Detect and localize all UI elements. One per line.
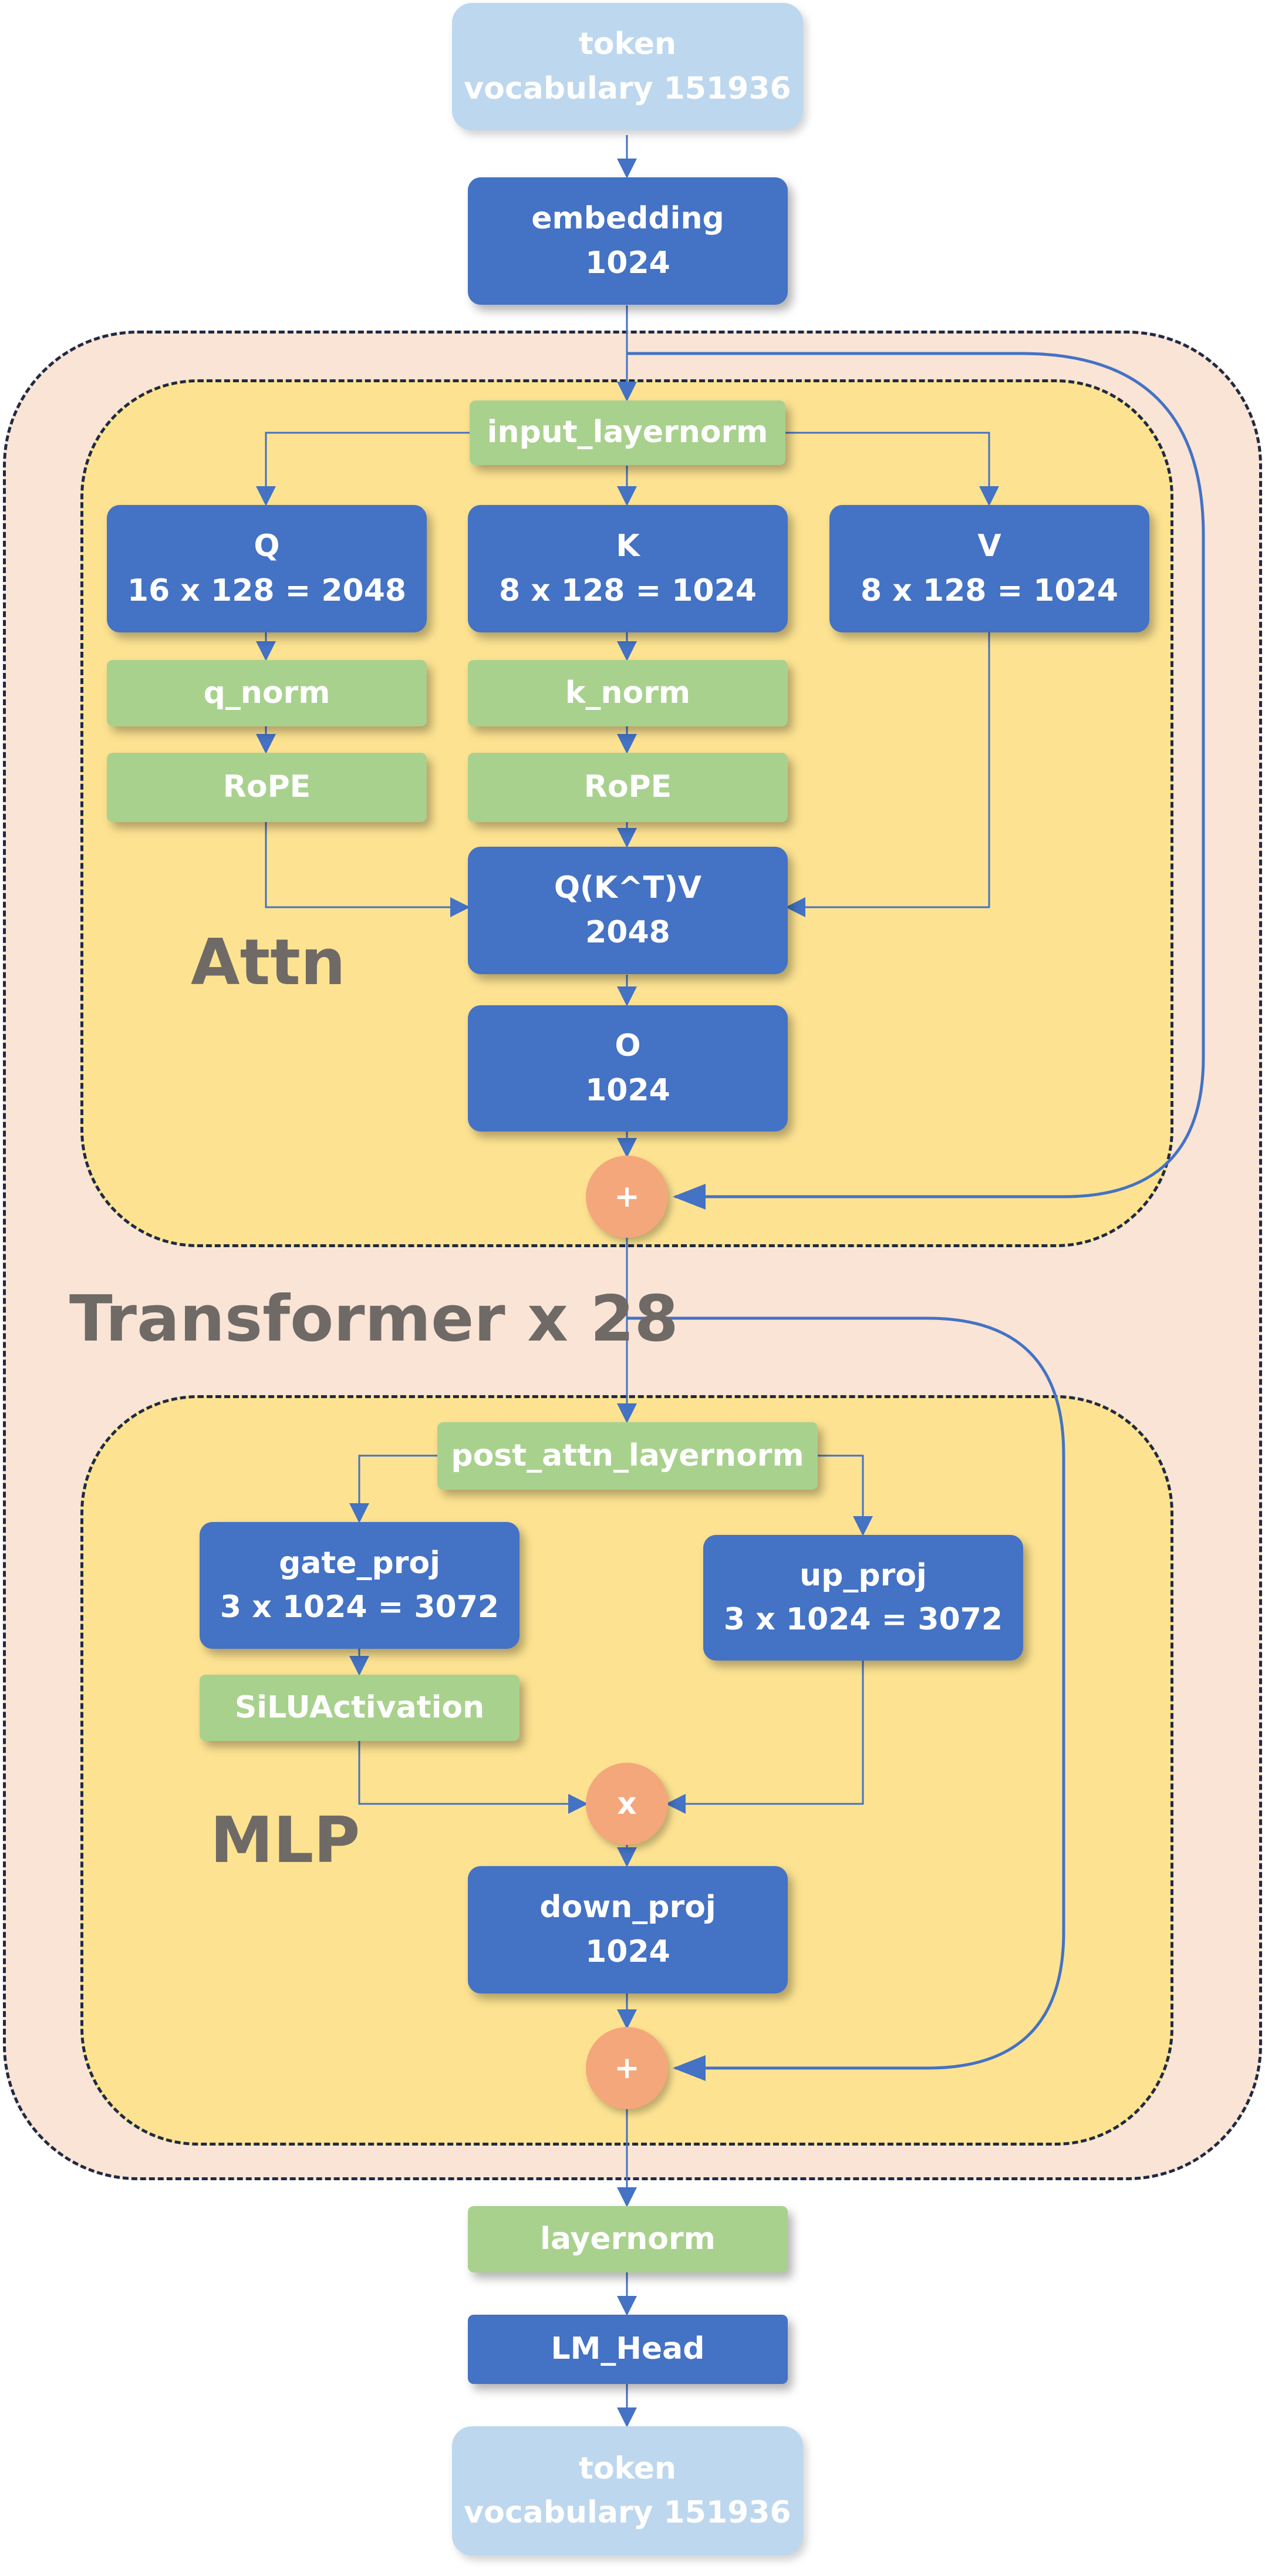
k-proj-node: K 8 x 128 = 1024 (468, 505, 788, 632)
token-output-title: token (578, 2450, 677, 2486)
wire-up-mul (666, 1661, 864, 1814)
silu-activation-label: SiLUActivation (234, 1689, 485, 1725)
embedding-dim: 1024 (585, 245, 670, 281)
embedding-node: embedding 1024 (468, 177, 788, 305)
wire-post-layernorm-gate (349, 1454, 437, 1523)
k-rope-node: RoPE (468, 753, 788, 822)
q-proj-title: Q (254, 528, 280, 564)
token-output-node: token vocabulary 151936 (452, 2426, 803, 2555)
up-proj-title: up_proj (800, 1557, 927, 1593)
q-proj-node: Q 16 x 128 = 2048 (107, 505, 427, 632)
attention-qkv-node: Q(K^T)V 2048 (468, 847, 788, 974)
v-proj-dim: 8 x 128 = 1024 (861, 573, 1118, 608)
residual-mlp (627, 1316, 1065, 2081)
mlp-multiply-node: x (586, 1763, 668, 1845)
k-proj-title: K (616, 528, 640, 564)
final-layernorm-label: layernorm (540, 2221, 716, 2257)
gate-proj-dim: 3 x 1024 = 3072 (220, 1590, 500, 1625)
lm-head-node: LM_Head (468, 2315, 788, 2384)
v-proj-node: V 8 x 128 = 1024 (829, 505, 1149, 632)
q-proj-dim: 16 x 128 = 2048 (127, 573, 407, 608)
post-attn-layernorm-node: post_attn_layernorm (437, 1422, 818, 1490)
down-proj-node: down_proj 1024 (468, 1866, 788, 1994)
up-proj-node: up_proj 3 x 1024 = 3072 (703, 1535, 1023, 1661)
lm-head-label: LM_Head (551, 2331, 705, 2367)
token-input-node: token vocabulary 151936 (452, 3, 803, 130)
wire-post-layernorm-up (818, 1454, 873, 1536)
wire-layernorm-q (256, 432, 470, 506)
o-proj-dim: 1024 (585, 1072, 670, 1108)
token-input-title: token (578, 26, 677, 62)
q-norm-node: q_norm (107, 660, 427, 726)
token-output-vocab: vocabulary 151936 (464, 2495, 791, 2530)
residual-attn (627, 352, 1205, 1210)
wire-silu-mul (358, 1741, 588, 1814)
q-rope-label: RoPE (222, 769, 311, 805)
down-proj-dim: 1024 (585, 1934, 670, 1969)
wire-qrope-qkv (265, 822, 470, 917)
o-proj-node: O 1024 (468, 1005, 788, 1132)
embedding-title: embedding (531, 201, 724, 237)
input-layernorm-node: input_layernorm (470, 400, 785, 465)
attention-qkv-title: Q(K^T)V (554, 870, 702, 906)
k-proj-dim: 8 x 128 = 1024 (499, 573, 757, 608)
attn-residual-add-node: + (586, 1156, 668, 1238)
v-proj-title: V (977, 528, 1001, 564)
o-proj-title: O (615, 1028, 641, 1064)
down-proj-title: down_proj (539, 1890, 716, 1925)
q-rope-node: RoPE (107, 753, 427, 822)
k-rope-label: RoPE (583, 769, 672, 805)
gate-proj-title: gate_proj (279, 1545, 440, 1581)
up-proj-dim: 3 x 1024 = 3072 (723, 1602, 1003, 1637)
silu-activation-node: SiLUActivation (200, 1675, 520, 1741)
post-attn-layernorm-label: post_attn_layernorm (451, 1437, 804, 1473)
mlp-label: MLP (210, 1804, 360, 1877)
k-norm-label: k_norm (565, 675, 691, 710)
attn-label: Attn (191, 926, 346, 999)
wire-layernorm-v (785, 432, 999, 506)
token-input-vocab: vocabulary 151936 (464, 70, 791, 106)
transformer-label: Transformer x 28 (69, 1282, 679, 1356)
final-layernorm-node: layernorm (468, 2206, 788, 2272)
input-layernorm-label: input_layernorm (487, 415, 768, 450)
attention-qkv-dim: 2048 (585, 914, 670, 950)
gate-proj-node: gate_proj 3 x 1024 = 3072 (200, 1522, 520, 1649)
q-norm-label: q_norm (203, 675, 330, 710)
k-norm-node: k_norm (468, 660, 788, 726)
mlp-residual-add-node: + (586, 2027, 668, 2109)
wire-v-qkv (785, 632, 990, 917)
